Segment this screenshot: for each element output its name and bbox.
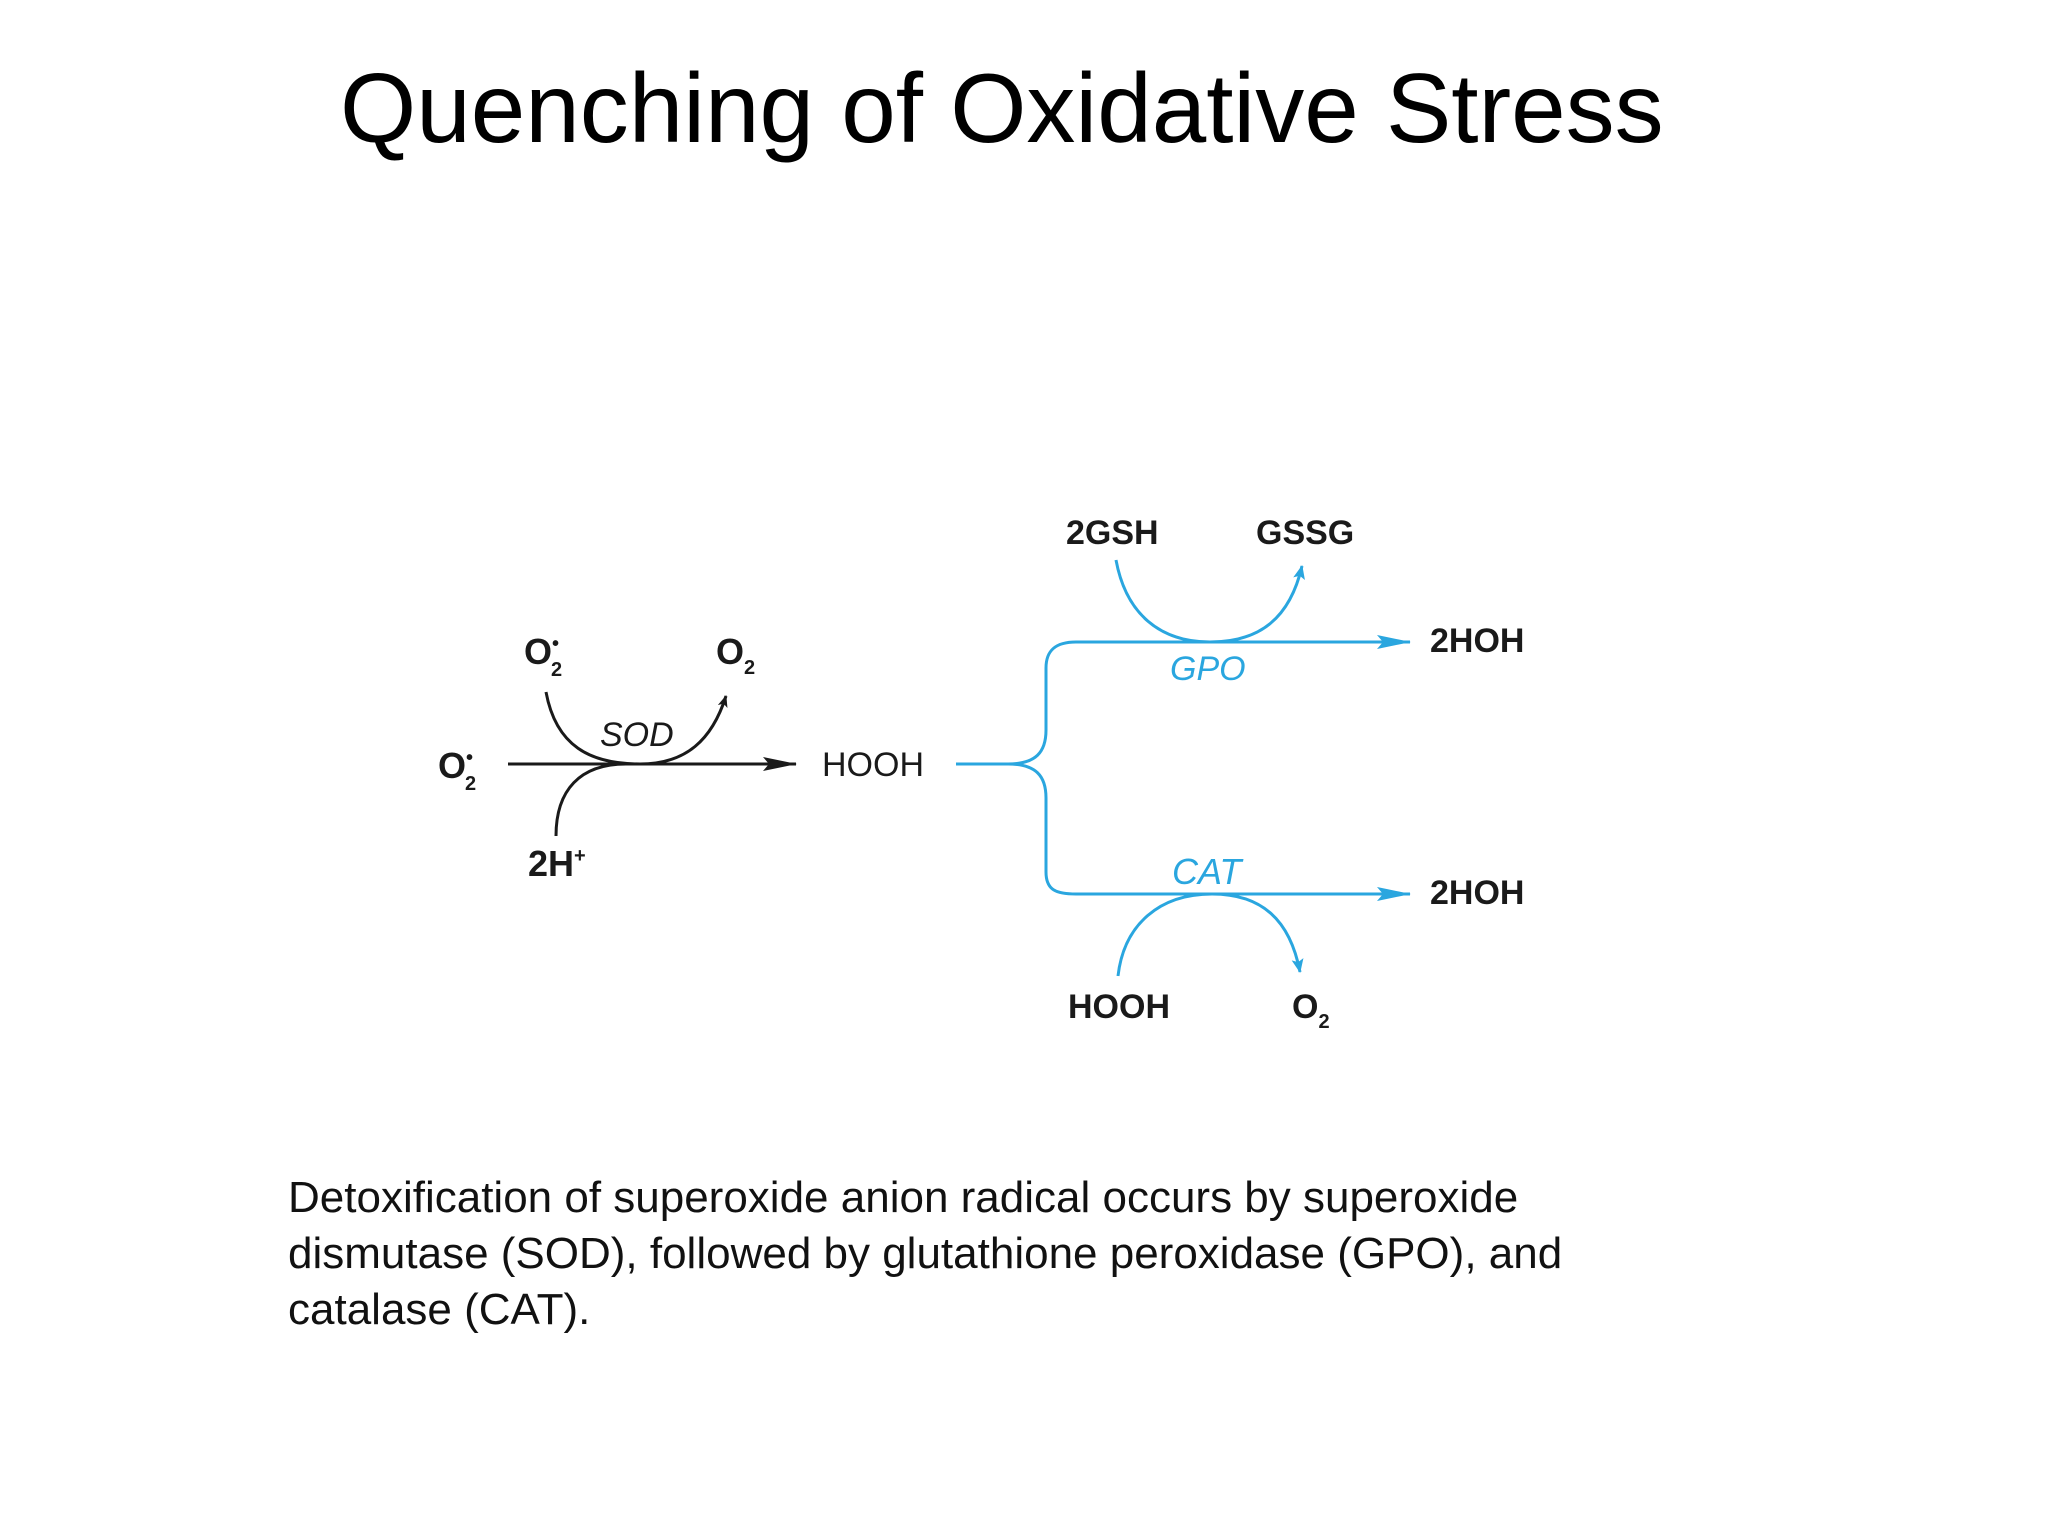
gpo-reaction: 2GSH GSSG GPO 2HOH [1066, 514, 1524, 688]
gpo-input-label: 2GSH [1066, 514, 1159, 552]
cat-product-label: 2HOH [1430, 874, 1524, 912]
slide-title: Quenching of Oxidative Stress [340, 53, 1664, 163]
sod-coproduct-label: O2 [716, 631, 755, 679]
sod-enzyme-label: SOD [600, 716, 674, 754]
sod-bottom-curve [554, 762, 627, 837]
gpo-enzyme-label: GPO [1170, 650, 1246, 688]
gpo-curve [1114, 559, 1305, 644]
sod-proton-label: 2H+ [528, 843, 586, 884]
sod-substrate-label: O•2 [438, 745, 476, 795]
sod-reaction: O•2 O•2 O2 2H+ SOD HOOH [438, 631, 924, 884]
cat-enzyme-label: CAT [1172, 851, 1244, 892]
sod-cosubstrate-label: O•2 [524, 631, 562, 681]
cat-output-label: O2 [1292, 988, 1330, 1033]
gpo-product-label: 2HOH [1430, 622, 1524, 660]
caption-text: Detoxification of superoxide anion radic… [288, 1173, 1563, 1334]
sod-product-label: HOOH [822, 746, 924, 784]
cat-curve [1116, 892, 1304, 977]
branch-connector [956, 640, 1077, 896]
sod-top-curve [544, 691, 728, 766]
cat-input-label: HOOH [1068, 988, 1170, 1026]
gpo-output-label: GSSG [1256, 514, 1354, 552]
cat-reaction: CAT HOOH O2 2HOH [1068, 851, 1524, 1033]
